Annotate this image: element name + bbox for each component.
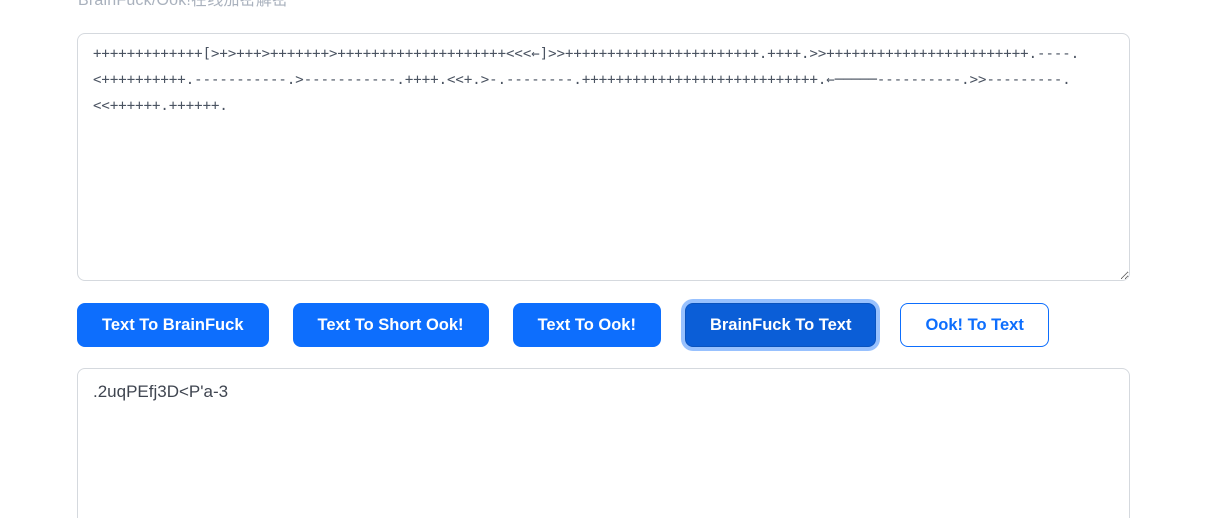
brainfuck-to-text-button[interactable]: BrainFuck To Text [684, 303, 877, 347]
decoded-text-output[interactable]: .2uqPEfj3D<P'a-3 [77, 368, 1130, 518]
text-to-ook-button[interactable]: Text To Ook! [512, 303, 661, 347]
button-row: Text To BrainFuck Text To Short Ook! Tex… [77, 303, 1073, 347]
ook-to-text-button[interactable]: Ook! To Text [900, 303, 1049, 347]
brainfuck-code-input[interactable]: +++++++++++++[>+>+++>+++++++>+++++++++++… [77, 33, 1130, 281]
page-title: BrainFuck/Ook!在线加密解密 [78, 0, 289, 9]
text-to-brainfuck-button[interactable]: Text To BrainFuck [77, 303, 269, 347]
text-to-short-ook-button[interactable]: Text To Short Ook! [292, 303, 489, 347]
